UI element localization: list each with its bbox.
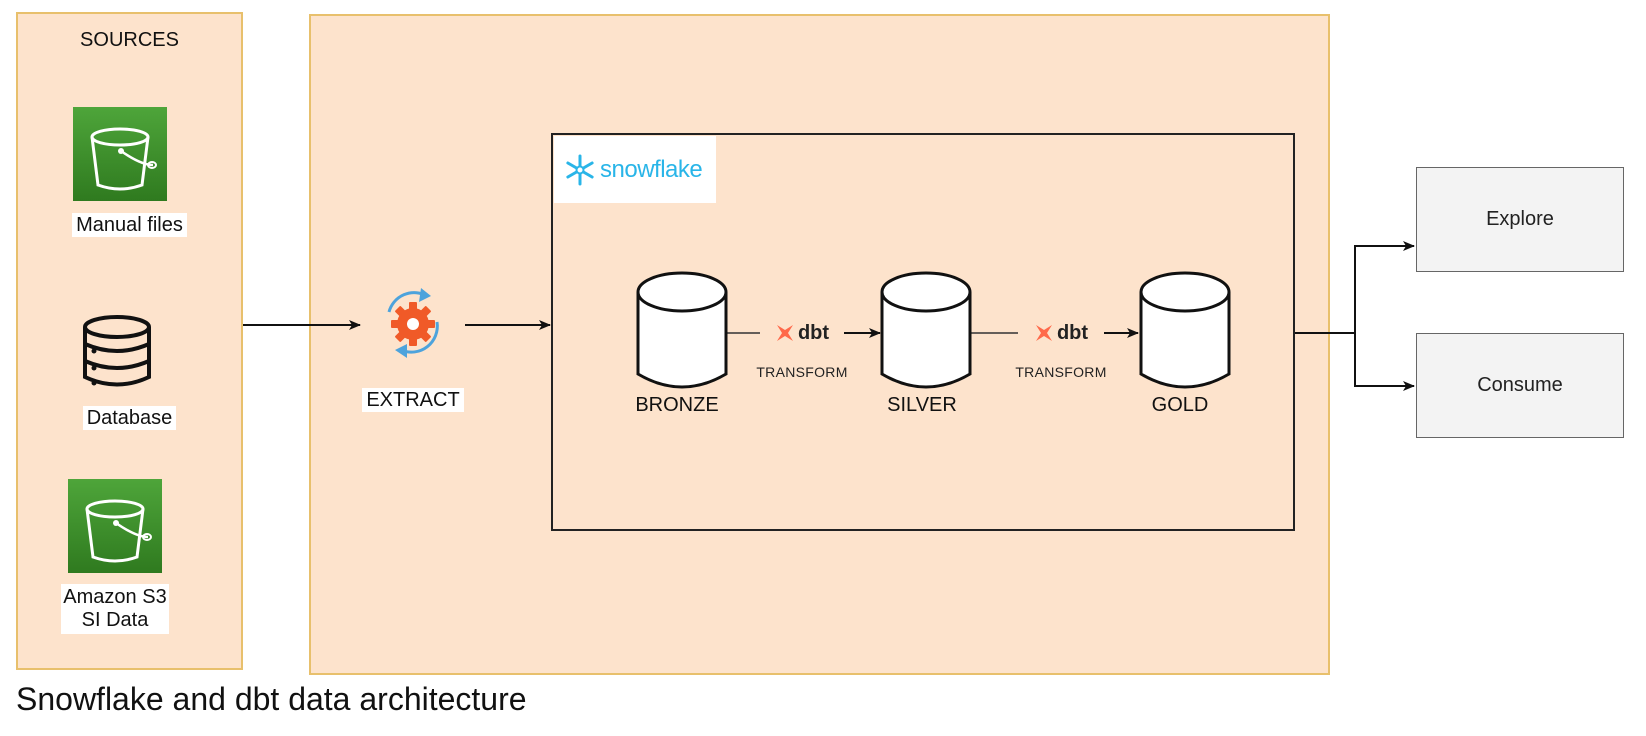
amazon-s3-line1: Amazon S3 (63, 586, 167, 608)
s3-bucket-icon (68, 479, 162, 573)
snowflake-icon (566, 154, 594, 185)
consume-label: Consume (1477, 374, 1563, 396)
dbt-icon (1035, 325, 1052, 341)
layer-label-silver: SILVER (887, 394, 957, 416)
source-label-manual-files: Manual files (72, 213, 187, 237)
transform-label-1: TRANSFORM (756, 364, 848, 380)
database-icon (80, 314, 154, 395)
sources-title: SOURCES (80, 29, 179, 51)
snowflake-logo-text: snowflake (600, 155, 703, 183)
s3-bucket-icon (73, 107, 167, 201)
consume-box: Consume (1416, 333, 1624, 438)
amazon-s3-line2: SI Data (81, 609, 149, 631)
layer-label-gold: GOLD (1151, 394, 1209, 416)
cylinder-gold (1139, 271, 1231, 389)
transform-label-2: TRANSFORM (1015, 364, 1107, 380)
arrow-to-explore (1354, 241, 1415, 333)
dbt-word-2: dbt (1056, 321, 1089, 344)
snowflake-logo: snowflake (554, 136, 716, 203)
dbt-logo-2: dbt (1018, 318, 1104, 348)
snowflake-container (551, 133, 1295, 531)
dbt-icon (776, 325, 793, 341)
arrow-to-consume (1354, 333, 1415, 391)
dbt-word-1: dbt (797, 321, 830, 344)
source-label-database: Database (82, 406, 177, 430)
extract-label: EXTRACT (362, 388, 464, 412)
gear-cycle-icon (375, 282, 451, 371)
explore-box: Explore (1416, 167, 1624, 272)
dbt-logo-1: dbt (760, 318, 844, 348)
explore-label: Explore (1486, 208, 1554, 230)
source-label-amazon-s3: Amazon S3 SI Data (61, 584, 169, 634)
cylinder-bronze (636, 271, 728, 389)
layer-label-bronze: BRONZE (635, 394, 719, 416)
cylinder-silver (880, 271, 972, 389)
diagram-caption: Snowflake and dbt data architecture (16, 681, 527, 717)
